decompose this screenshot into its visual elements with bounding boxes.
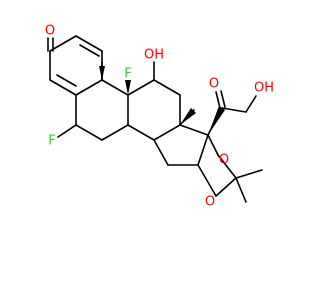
bond bbox=[207, 134, 219, 156]
bond bbox=[57, 124, 77, 138]
bond bbox=[220, 90, 226, 108]
bond bbox=[75, 35, 103, 52]
bond bbox=[75, 79, 103, 96]
bond bbox=[245, 95, 257, 113]
bond bbox=[49, 79, 77, 96]
wedge-bond bbox=[208, 106, 225, 135]
bond bbox=[56, 74, 77, 87]
bond bbox=[75, 124, 103, 141]
bond bbox=[235, 177, 247, 203]
oxygen-ring-lower-label: O bbox=[205, 195, 215, 210]
wedge-bond bbox=[99, 66, 105, 80]
bond bbox=[179, 124, 209, 136]
fluorine-c9-label: F bbox=[124, 67, 131, 82]
bond bbox=[215, 91, 221, 109]
hydroxyl-side-chain-label: OH bbox=[254, 81, 274, 96]
bond bbox=[215, 177, 237, 197]
bond bbox=[79, 44, 100, 57]
wedge-bond bbox=[125, 80, 131, 95]
hydroxyl-c11-label: OH bbox=[144, 48, 164, 63]
bond bbox=[217, 154, 237, 179]
bond bbox=[127, 124, 155, 141]
bond bbox=[101, 124, 129, 141]
bond bbox=[235, 169, 263, 179]
bond bbox=[153, 79, 181, 96]
bonds bbox=[47, 35, 263, 203]
oxygen-ring-upper-label: O bbox=[219, 153, 229, 168]
atom-labels: O OH F F O OH O O bbox=[45, 24, 274, 210]
bond bbox=[197, 164, 217, 197]
bond bbox=[221, 107, 247, 113]
fluorine-c6-label: F bbox=[48, 134, 55, 149]
wedge-bond bbox=[180, 108, 196, 125]
oxygen-acetyl-label: O bbox=[209, 77, 219, 92]
bond bbox=[127, 79, 155, 96]
bond bbox=[153, 139, 169, 166]
oxygen-ketone-label: O bbox=[45, 24, 55, 39]
molecule-structure: O OH F F O OH O O bbox=[45, 24, 274, 210]
bond bbox=[197, 134, 209, 166]
bond bbox=[153, 124, 181, 141]
bond bbox=[101, 79, 129, 96]
wedge-bonds bbox=[99, 66, 225, 135]
bond bbox=[49, 35, 77, 52]
